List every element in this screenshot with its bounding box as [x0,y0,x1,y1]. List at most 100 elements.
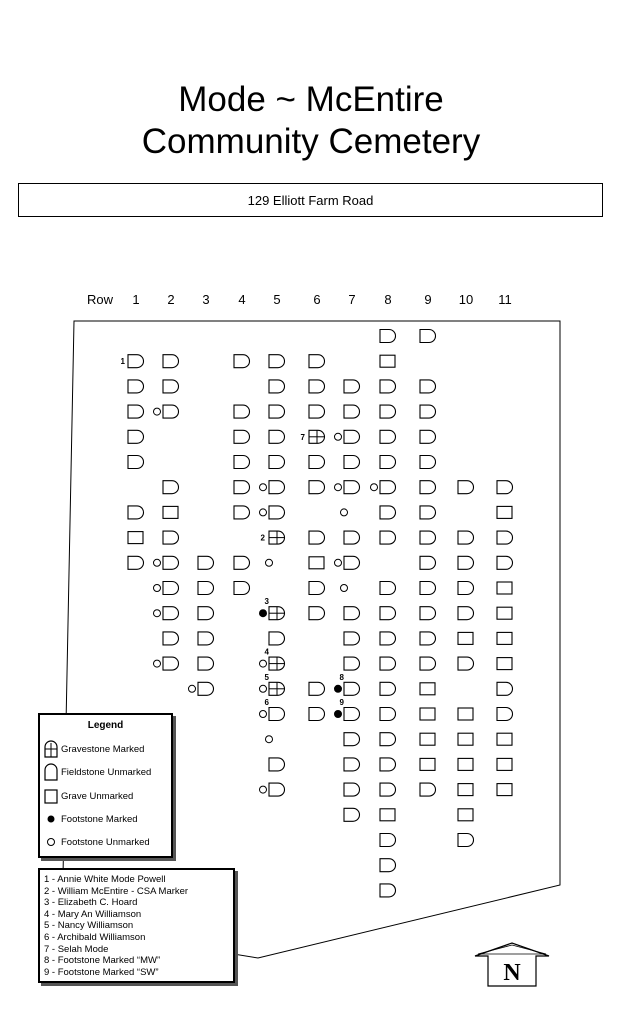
grave-fieldstone-unmarked-c5-r16: 6 [259,698,286,722]
grave-fieldstone-unmarked-c8-r4 [379,404,397,419]
grave-gravestone-marked-c5-r9: 2 [261,530,286,545]
grave-footstone-unmarked-c5-r17 [265,735,273,744]
grave-number-label: 7 [301,433,306,442]
grave-fieldstone-unmarked-c6-r11 [308,580,326,596]
grave-fieldstone-unmarked-c7-r3 [343,379,361,394]
grave-fieldstone-unmarked-c10-r7 [457,480,475,495]
grave-footstone-unmarked-c7-r8 [340,508,348,517]
grave-fieldstone-unmarked-c5-r19 [259,782,286,797]
key-item: 9 - Footstone Marked “SW” [44,966,159,978]
grave-fieldstone-unmarked-c6-r3 [308,379,326,394]
grave-fieldstone-unmarked-c10-r10 [457,555,475,570]
grave-grave-unmarked-c10-r19 [457,783,474,797]
grave-fieldstone-unmarked-c8-r16 [379,706,397,722]
grave-fieldstone-unmarked-c9-r1 [419,328,437,344]
grave-fieldstone-unmarked-c10-r11 [457,580,475,596]
grave-fieldstone-unmarked-c7-r20 [343,807,361,822]
grave-fieldstone-unmarked-c4-r7 [233,480,251,495]
grave-fieldstone-unmarked-c10-r12 [457,606,475,621]
grave-fieldstone-unmarked-c8-r8 [379,505,397,520]
grave-fieldstone-unmarked-c8-r12 [379,606,397,621]
grave-grave-unmarked-c11-r17 [496,732,513,746]
grave-fieldstone-unmarked-c1-r8 [127,505,145,520]
grave-fieldstone-unmarked-c7-r12 [343,606,361,621]
grave-fieldstone-unmarked-c8-r13 [379,631,397,646]
grave-fieldstone-unmarked-c10-r21 [457,832,475,848]
grave-fieldstone-unmarked-c8-r22 [379,858,397,873]
grave-fieldstone-unmarked-c4-r4 [233,404,251,419]
grave-fieldstone-unmarked-c2-r9 [162,530,180,545]
grave-fieldstone-unmarked-c5-r13 [268,631,286,646]
grave-grave-unmarked-c10-r16 [457,707,474,721]
grave-number-label: 3 [265,597,270,606]
key-item: 4 - Mary An Williamson [44,908,142,920]
grave-fieldstone-unmarked-c7-r16: 9 [334,698,361,722]
grave-number-label: 1 [121,357,126,366]
grave-fieldstone-unmarked-c8-r9 [379,530,397,545]
grave-fieldstone-unmarked-c2-r14 [153,656,180,671]
grave-fieldstone-unmarked-c1-r10 [127,555,145,570]
legend-item-grave-unmarked: Grave Unmarked [43,786,133,806]
grave-gravestone-marked-c5-r12: 3 [259,597,286,621]
grave-number-label: 5 [265,673,270,682]
grave-grave-unmarked-c11-r8 [496,505,513,519]
cemetery-boundary [61,320,561,959]
column-header-3: 3 [202,292,210,307]
grave-fieldstone-unmarked-c7-r4 [343,404,361,419]
column-header-7: 7 [348,292,356,307]
grave-grave-unmarked-c9-r18 [419,757,436,771]
column-header-2: 2 [167,292,175,307]
grave-grave-unmarked-c11-r14 [496,657,513,671]
grave-gravestone-marked-c5-r15: 5 [259,673,286,696]
grave-fieldstone-unmarked-c2-r4 [153,404,180,419]
legend-label: Footstone Marked [61,813,138,825]
grave-grave-unmarked-c6-r10 [308,556,325,570]
grave-grave-unmarked-c9-r15 [419,682,436,696]
grave-grave-unmarked-c1-r9 [127,531,144,545]
grave-fieldstone-unmarked-c8-r5 [379,429,397,444]
grave-grave-unmarked-c2-r8 [162,505,179,519]
key-item: 7 - Selah Mode [44,943,109,955]
grave-fieldstone-unmarked-c6-r4 [308,404,326,419]
grave-number-label: 4 [265,648,270,657]
north-label: N [503,960,521,986]
grave-fieldstone-unmarked-c7-r15: 8 [334,673,361,696]
grave-fieldstone-unmarked-c11-r15 [496,681,514,696]
grave-fieldstone-unmarked-c2-r2 [162,354,180,369]
grave-fieldstone-unmarked-c5-r6 [268,454,286,470]
grave-grave-unmarked-c10-r18 [457,757,474,771]
grave-fieldstone-unmarked-c6-r12 [308,606,326,621]
grave-fieldstone-unmarked-c9-r19 [419,782,437,797]
column-header-1: 1 [132,292,140,307]
key-item: 8 - Footstone Marked “MW” [44,955,161,967]
legend-item-footstone-unmarked: Footstone Unmarked [43,832,150,852]
grave-fieldstone-unmarked-c6-r9 [308,530,326,545]
grave-fieldstone-unmarked-c7-r19 [343,782,361,797]
grave-footstone-unmarked-c5-r10 [265,558,273,567]
grave-fieldstone-unmarked-c6-r6 [308,454,326,470]
grave-fieldstone-unmarked-c3-r11 [197,580,215,596]
grave-fieldstone-unmarked-c5-r4 [268,404,286,419]
column-header-5: 5 [273,292,281,307]
column-header-10: 10 [458,292,474,307]
grave-fieldstone-unmarked-c2-r3 [162,379,180,394]
grave-fieldstone-unmarked-c8-r1 [379,328,397,344]
grave-fieldstone-unmarked-c2-r7 [162,480,180,495]
legend-item-gravestone-marked: Gravestone Marked [43,739,144,759]
key-item: 2 - William McEntire - CSA Marker [44,885,189,897]
grave-fieldstone-unmarked-c3-r12 [197,606,215,621]
grave-fieldstone-unmarked-c5-r3 [268,379,286,394]
grave-fieldstone-unmarked-c3-r10 [197,555,215,570]
grave-fieldstone-unmarked-c7-r7 [334,480,361,495]
grave-fieldstone-unmarked-c8-r17 [379,732,397,747]
legend-label: Footstone Unmarked [61,836,150,848]
grave-fieldstone-unmarked-c4-r8 [233,505,251,520]
footstone-marked-icon [47,815,55,823]
column-header-11: 11 [498,292,512,307]
grave-fieldstone-unmarked-c8-r23 [379,883,397,898]
grave-fieldstone-unmarked-c3-r13 [197,631,215,646]
column-header-8: 8 [384,292,392,307]
grave-fieldstone-unmarked-c5-r8 [259,505,286,520]
grave-fieldstone-unmarked-c7-r9 [343,530,361,545]
grave-fieldstone-unmarked-c2-r13 [162,631,180,646]
